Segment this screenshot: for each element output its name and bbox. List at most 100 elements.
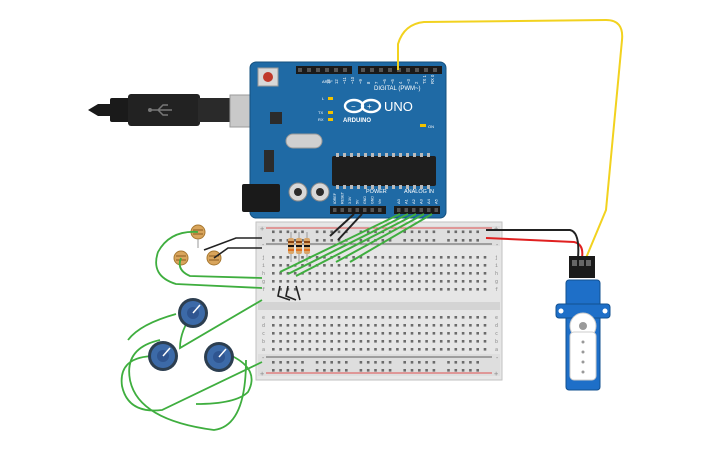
breadboard-hole[interactable] [366,348,370,351]
breadboard-hole[interactable] [425,272,428,275]
breadboard-hole[interactable] [425,280,428,283]
breadboard-hole[interactable] [403,332,406,335]
breadboard-hole[interactable] [403,288,406,291]
breadboard-hole[interactable] [315,324,319,327]
breadboard-hole[interactable] [454,324,458,327]
breadboard-hole[interactable] [366,316,370,319]
breadboard-hole[interactable] [388,324,392,327]
breadboard-hole[interactable] [469,272,472,275]
breadboard-hole[interactable] [352,340,355,343]
breadboard-hole[interactable] [359,348,363,351]
breadboard-hole[interactable] [483,348,487,351]
breadboard-hole[interactable] [293,272,297,275]
breadboard-hole[interactable] [403,369,406,372]
breadboard-hole[interactable] [293,361,297,364]
breadboard-hole[interactable] [476,361,479,364]
breadboard-hole[interactable] [410,348,414,351]
breadboard-hole[interactable] [381,316,385,319]
breadboard-hole[interactable] [279,239,282,242]
breadboard-hole[interactable] [330,361,333,364]
breadboard-hole[interactable] [366,288,370,291]
breadboard-hole[interactable] [272,324,275,327]
breadboard-hole[interactable] [454,239,458,242]
breadboard-hole[interactable] [381,239,385,242]
breadboard-hole[interactable] [388,239,392,242]
header-hole[interactable] [415,68,419,72]
breadboard-hole[interactable] [272,280,275,283]
breadboard-hole[interactable] [403,230,406,234]
breadboard-hole[interactable] [454,264,458,267]
breadboard-hole[interactable] [286,280,290,283]
breadboard-hole[interactable] [476,280,479,283]
breadboard-hole[interactable] [418,264,421,267]
breadboard-hole[interactable] [308,288,312,291]
breadboard-hole[interactable] [483,324,487,327]
breadboard-hole[interactable] [315,280,319,283]
breadboard-hole[interactable] [359,280,363,283]
breadboard-hole[interactable] [381,288,385,291]
breadboard-hole[interactable] [461,361,465,364]
breadboard-hole[interactable] [432,361,436,364]
breadboard-hole[interactable] [293,280,297,283]
potentiometer-1[interactable] [178,298,208,328]
breadboard-hole[interactable] [410,264,414,267]
breadboard-hole[interactable] [432,264,436,267]
breadboard-hole[interactable] [323,288,326,291]
breadboard-hole[interactable] [359,256,363,259]
breadboard-hole[interactable] [432,272,436,275]
breadboard-hole[interactable] [330,316,333,319]
header-hole[interactable] [340,208,345,212]
breadboard-hole[interactable] [279,264,282,267]
breadboard-hole[interactable] [439,264,443,267]
breadboard-hole[interactable] [403,361,406,364]
header-hole[interactable] [348,208,352,212]
breadboard-hole[interactable] [286,361,290,364]
breadboard-hole[interactable] [396,324,399,327]
breadboard-hole[interactable] [374,288,377,291]
breadboard-hole[interactable] [469,264,472,267]
breadboard-hole[interactable] [337,316,341,319]
header-hole[interactable] [343,68,347,72]
header-hole[interactable] [424,68,428,72]
breadboard-hole[interactable] [432,340,436,343]
breadboard-hole[interactable] [469,256,472,259]
breadboard-hole[interactable] [286,340,290,343]
breadboard-hole[interactable] [359,316,363,319]
breadboard-hole[interactable] [272,288,275,291]
breadboard-hole[interactable] [425,316,428,319]
breadboard-hole[interactable] [425,264,428,267]
header-hole[interactable] [316,68,320,72]
breadboard-hole[interactable] [272,264,275,267]
breadboard-hole[interactable] [454,369,458,372]
breadboard-hole[interactable] [403,272,406,275]
breadboard-hole[interactable] [403,280,406,283]
breadboard-hole[interactable] [388,280,392,283]
breadboard-hole[interactable] [330,280,333,283]
breadboard-hole[interactable] [315,332,319,335]
breadboard-hole[interactable] [418,348,421,351]
breadboard-hole[interactable] [381,348,385,351]
breadboard-hole[interactable] [315,348,319,351]
breadboard-hole[interactable] [337,348,341,351]
breadboard-hole[interactable] [352,264,355,267]
breadboard-hole[interactable] [308,348,312,351]
breadboard-hole[interactable] [388,332,392,335]
breadboard-hole[interactable] [388,256,392,259]
breadboard-hole[interactable] [337,280,341,283]
breadboard-hole[interactable] [374,272,377,275]
breadboard-hole[interactable] [469,316,472,319]
breadboard-hole[interactable] [374,348,377,351]
breadboard-hole[interactable] [403,348,406,351]
breadboard-hole[interactable] [301,239,304,242]
breadboard-hole[interactable] [447,316,450,319]
breadboard-hole[interactable] [359,288,363,291]
breadboard-hole[interactable] [337,256,341,259]
breadboard-hole[interactable] [439,324,443,327]
breadboard-hole[interactable] [410,272,414,275]
breadboard-hole[interactable] [315,239,319,242]
breadboard-hole[interactable] [337,332,341,335]
breadboard-hole[interactable] [425,361,428,364]
breadboard-hole[interactable] [381,361,385,364]
breadboard-hole[interactable] [454,280,458,283]
breadboard-hole[interactable] [388,348,392,351]
